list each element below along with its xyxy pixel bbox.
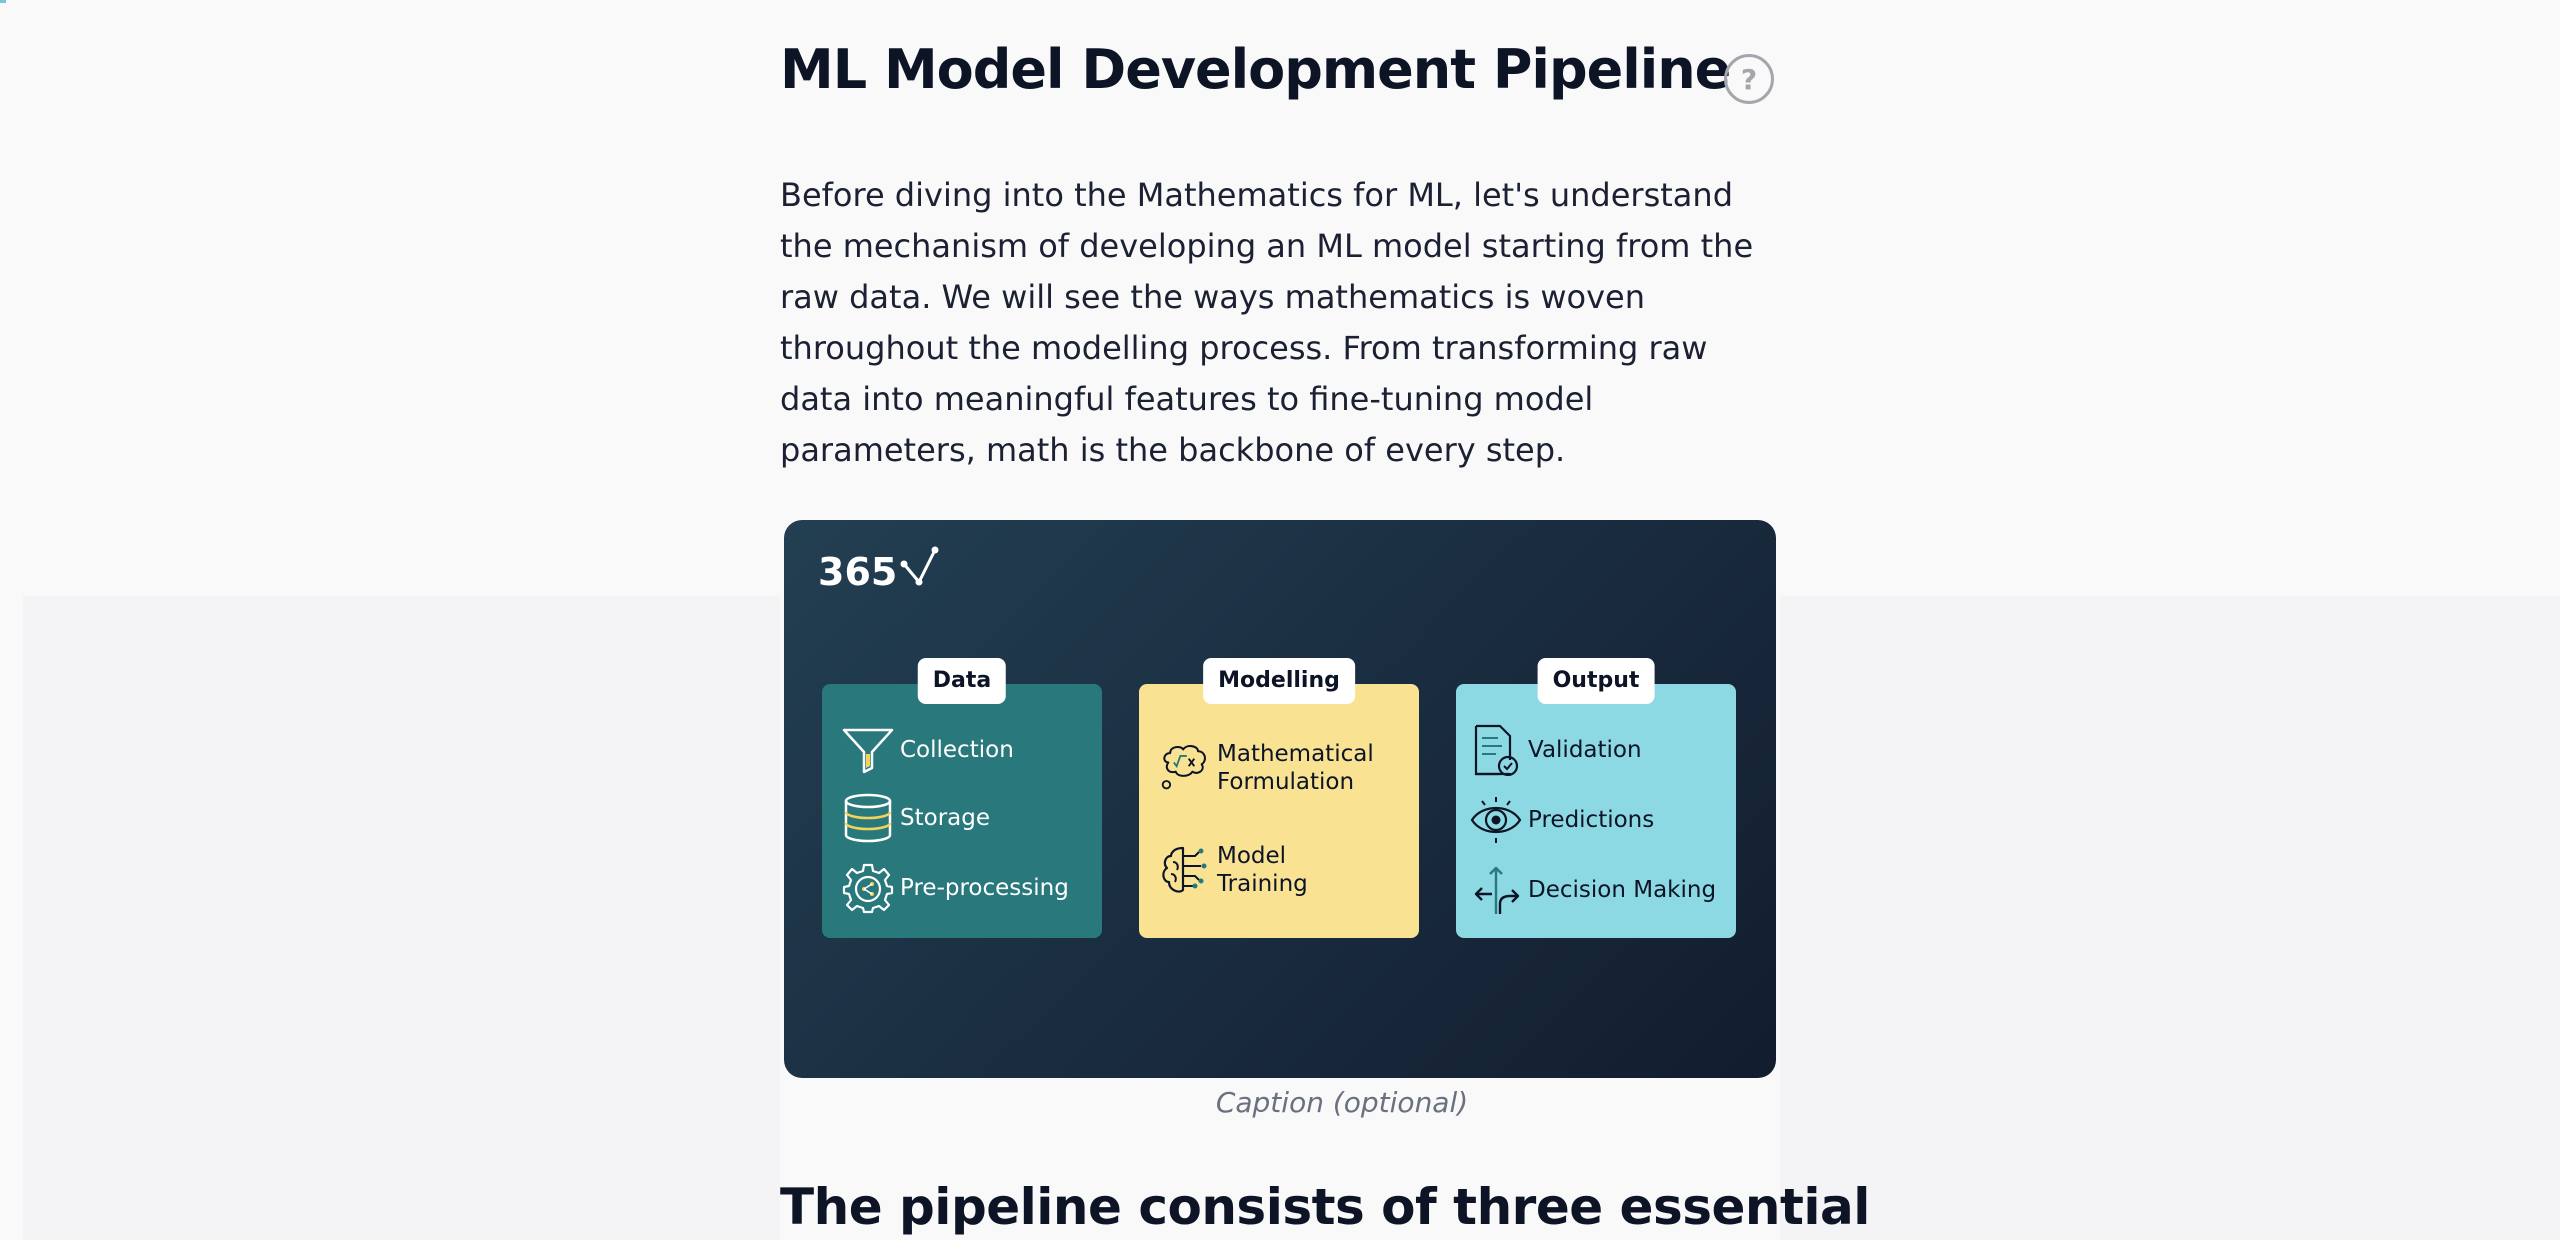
modelling-item-label: Model Training: [1217, 843, 1308, 897]
modelling-item-training: Model Training: [1159, 842, 1359, 898]
output-panel-tag: Output: [1537, 658, 1655, 704]
page-title: ML Model Development Pipeline: [780, 38, 1731, 101]
output-item-label: Validation: [1528, 737, 1642, 763]
output-item-label: Decision Making: [1528, 877, 1717, 903]
section-heading: The pipeline consists of three essential: [780, 1178, 1870, 1236]
data-item-label: Collection: [900, 737, 1014, 763]
modelling-panel: Modelling Mathematical Formulation: [1139, 658, 1419, 938]
output-panel: Output Validation: [1456, 658, 1736, 938]
output-item-predictions: Predictions: [1470, 794, 1654, 846]
data-item-collection: Collection: [842, 724, 1014, 776]
output-item-decision-making: Decision Making: [1470, 864, 1716, 916]
modelling-panel-tag: Modelling: [1203, 658, 1355, 704]
split-arrows-icon: [1470, 864, 1522, 916]
gear-icon: [842, 862, 894, 914]
modelling-item-formulation: Mathematical Formulation: [1159, 740, 1409, 796]
pipeline-figure: 365 Data Collection: [784, 520, 1776, 1078]
figure-caption[interactable]: Caption (optional): [1215, 1086, 1469, 1119]
loading-indicator: [0, 0, 6, 3]
data-item-label: Pre-processing: [900, 875, 1069, 901]
data-item-preprocessing: Pre-processing: [842, 862, 1069, 914]
modelling-item-label: Mathematical Formulation: [1217, 741, 1374, 795]
eye-icon: [1470, 794, 1522, 846]
document-check-icon: [1470, 724, 1522, 776]
data-panel: Data Collection: [822, 658, 1102, 938]
output-item-validation: Validation: [1470, 724, 1642, 776]
article: ML Model Development Pipeline ? Before d…: [780, 0, 1870, 1240]
funnel-icon: [842, 724, 894, 776]
data-item-label: Storage: [900, 805, 990, 831]
help-button[interactable]: ?: [1724, 54, 1774, 104]
brand-logo-mark: [900, 546, 939, 586]
intro-paragraph: Before diving into the Mathematics for M…: [780, 176, 1754, 469]
brand-logo-text: 365: [818, 550, 898, 594]
data-item-storage: Storage: [842, 792, 990, 844]
brand-logo: 365: [818, 546, 941, 594]
data-panel-tag: Data: [917, 658, 1007, 704]
brain-circuit-icon: [1159, 844, 1211, 896]
thought-math-icon: [1159, 742, 1211, 794]
database-icon: [842, 792, 894, 844]
output-item-label: Predictions: [1528, 807, 1655, 833]
